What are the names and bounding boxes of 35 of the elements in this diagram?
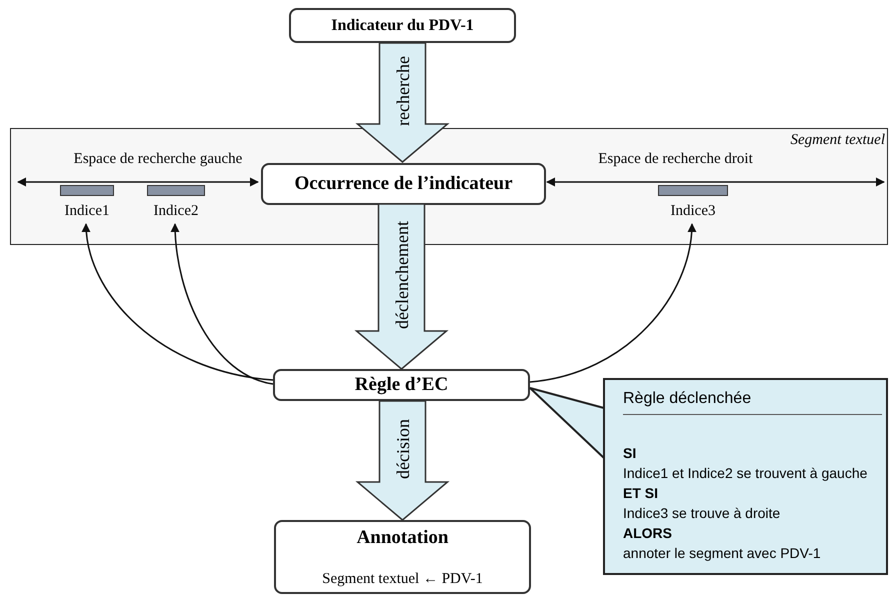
rule-keyword: ET SI [623,484,660,503]
arrow [82,223,274,381]
edge-label: recherche [394,56,412,126]
process-box [289,8,516,43]
segment-heading: Segment textuel [790,132,885,149]
process-box [273,369,530,401]
annotation-rule: Segment textuel ← PDV-1 [322,571,483,588]
rule-condition: Indice1 et Indice2 se trouvent à gauche [623,464,868,483]
rule-condition: Indice3 se trouve à droite [623,504,782,523]
box-label: Occurrence de l’indicateur [294,174,513,194]
cue-label: Indice1 [64,204,110,219]
callout-heading: Règle déclenchée [623,386,882,415]
arrow [170,223,274,385]
process-box [261,163,546,205]
rule-keyword: ALORS [623,524,673,543]
block-arrow [355,400,450,521]
box-label: Indicateur du PDV-1 [331,16,474,34]
cue-label: Indice2 [154,204,198,219]
arrow [546,178,885,186]
rule-keyword: SI [623,444,638,463]
annotation-box [274,520,531,594]
callout-box [603,378,888,575]
annotation-title: Annotation [356,528,448,549]
edge-label: décision [394,418,412,478]
edge-label: Espace de recherche gauche [74,152,242,167]
callout-pointer [529,387,605,460]
rule-condition: annoter le segment avec PDV-1 [623,544,822,563]
arrow [530,223,696,383]
block-arrow [355,42,450,163]
edge-label: Espace de recherche droit [598,152,753,167]
cue-label: Indice3 [670,204,716,219]
block-arrow [354,203,449,370]
edge-label: déclenchement [392,220,410,328]
box-label: Règle d’EC [354,374,448,396]
arrow [17,178,259,186]
